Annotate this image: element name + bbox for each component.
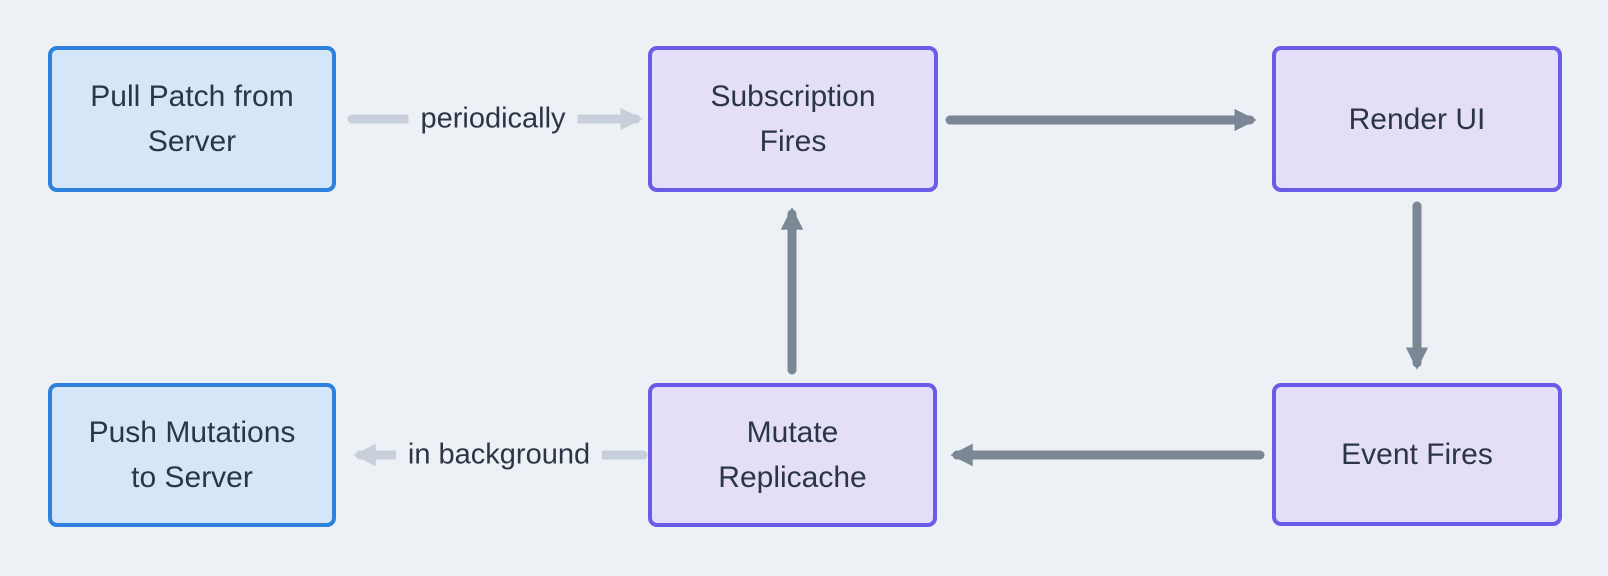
node-pull-patch-from-server: Pull Patch from Server xyxy=(48,46,336,192)
node-event-fires-label: Event Fires xyxy=(1341,438,1493,471)
node-mutate-replicache-label: Mutate Replicache xyxy=(718,416,867,494)
node-mutate-replicache: Mutate Replicache xyxy=(648,383,937,527)
node-pull-patch-from-server-label: Pull Patch from Server xyxy=(90,80,294,158)
node-subscription-fires: Subscription Fires xyxy=(648,46,938,192)
node-push-mutations-to-server-label: Push Mutations to Server xyxy=(88,416,296,494)
edge-label-in-background: in background xyxy=(395,435,603,475)
node-render-ui-label: Render UI xyxy=(1348,102,1486,136)
node-push-mutations-to-server: Push Mutations to Server xyxy=(48,383,336,527)
node-render-ui: Render UI xyxy=(1272,46,1562,192)
edge-label-periodically: periodically xyxy=(408,99,578,139)
node-subscription-fires-label: Subscription Fires xyxy=(710,80,876,158)
node-event-fires: Event Fires xyxy=(1272,383,1562,526)
